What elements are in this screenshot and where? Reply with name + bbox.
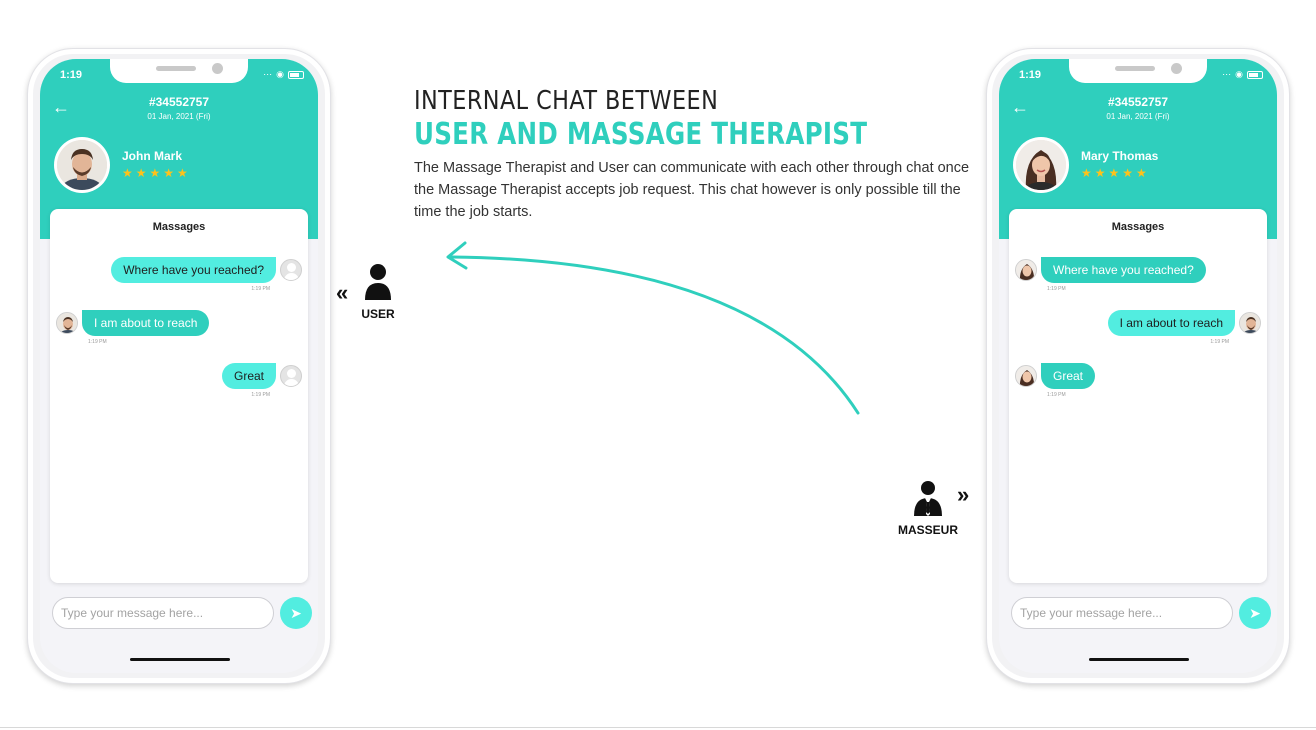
- rating-stars: ★★★★★: [122, 166, 191, 180]
- message-bubble: Where have you reached?: [1041, 257, 1206, 283]
- profile-avatar[interactable]: [54, 137, 110, 193]
- back-arrow-icon[interactable]: ←: [52, 97, 70, 117]
- message-bubble: Great: [221, 363, 276, 389]
- message-input[interactable]: Type your message here...: [1011, 597, 1233, 629]
- message-row: Great: [1015, 363, 1096, 389]
- order-id: #34552757: [148, 95, 210, 109]
- profile-avatar[interactable]: [1013, 137, 1069, 193]
- phone-user: 1:19 ⋯ ◉ ← #34552757 01 Jan, 2021 (Fri): [27, 48, 331, 684]
- message-bubble: Where have you reached?: [111, 257, 276, 283]
- message-bubble: Great: [1041, 363, 1096, 389]
- message-time: 1:19 PM: [251, 286, 270, 292]
- phone-notch: [110, 59, 248, 83]
- masseur-icon: [914, 481, 942, 516]
- home-indicator: [130, 658, 230, 661]
- message-row: Great: [221, 363, 302, 389]
- phone-masseur: 1:19 ⋯ ◉ ← #34552757 01 Jan, 2021 (Fri): [986, 48, 1290, 684]
- wifi-icon: ◉: [1235, 69, 1243, 79]
- order-date: 01 Jan, 2021 (Fri): [147, 112, 211, 121]
- sender-avatar-icon: [56, 312, 78, 334]
- user-icon: [365, 264, 391, 300]
- send-icon: ➤: [290, 605, 302, 621]
- message-row: I am about to reach: [1107, 310, 1261, 336]
- message-time: 1:19 PM: [251, 392, 270, 398]
- message-input[interactable]: Type your message here...: [52, 597, 274, 629]
- send-button[interactable]: ➤: [1239, 597, 1271, 629]
- sender-avatar-icon: [1015, 365, 1037, 387]
- message-time: 1:19 PM: [88, 339, 107, 345]
- headline-line-1: INTERNAL CHAT BETWEEN: [414, 86, 719, 116]
- send-icon: ➤: [1249, 605, 1261, 621]
- chevron-right-double-icon: »: [957, 482, 970, 507]
- message-bubble: I am about to reach: [82, 310, 210, 336]
- battery-icon: [288, 70, 304, 79]
- send-button[interactable]: ➤: [280, 597, 312, 629]
- chat-title: Massages: [152, 221, 206, 233]
- phone-screen: 1:19 ⋯ ◉ ← #34552757 01 Jan, 2021 (Fri): [40, 59, 318, 673]
- profile-name: John Mark: [122, 149, 183, 163]
- order-date: 01 Jan, 2021 (Fri): [1106, 112, 1170, 121]
- message-bubble: I am about to reach: [1107, 310, 1235, 336]
- home-indicator: [1089, 658, 1189, 661]
- sender-avatar-icon: [1015, 259, 1037, 281]
- message-time: 1:19 PM: [1047, 286, 1066, 292]
- chevron-left-double-icon: «: [336, 280, 349, 305]
- signal-icon: ⋯: [263, 69, 273, 79]
- role-label-masseur: MASSEUR: [897, 523, 958, 537]
- message-time: 1:19 PM: [1210, 339, 1229, 345]
- role-user: USER: [356, 262, 400, 321]
- back-arrow-icon[interactable]: ←: [1011, 97, 1029, 117]
- chat-panel: Massages Where have you reached? 1:19 PM…: [50, 209, 308, 583]
- order-id: #34552757: [1107, 95, 1169, 109]
- phone-notch: [1069, 59, 1207, 83]
- message-time: 1:19 PM: [1047, 392, 1066, 398]
- signal-icon: ⋯: [1222, 69, 1232, 79]
- user-avatar-icon: [280, 365, 302, 387]
- status-time: 1:19: [60, 69, 83, 81]
- chat-panel: Massages Where have you reached? 1:19 PM…: [1009, 209, 1267, 583]
- message-row: I am about to reach: [56, 310, 210, 336]
- description-text: The Massage Therapist and User can commu…: [414, 160, 970, 220]
- message-row: Where have you reached?: [111, 257, 302, 283]
- role-label-user: USER: [361, 307, 395, 321]
- rating-stars: ★★★★★: [1081, 166, 1150, 180]
- status-icons: ⋯ ◉: [263, 69, 304, 80]
- phone-screen: 1:19 ⋯ ◉ ← #34552757 01 Jan, 2021 (Fri): [999, 59, 1277, 673]
- user-avatar-icon: [280, 259, 302, 281]
- wifi-icon: ◉: [276, 69, 284, 79]
- chat-title: Massages: [1111, 221, 1165, 233]
- profile-name: Mary Thomas: [1081, 149, 1159, 163]
- role-masseur: MASSEUR: [896, 480, 960, 537]
- battery-icon: [1247, 70, 1263, 79]
- divider: [0, 727, 1316, 728]
- user-avatar-icon: [1239, 312, 1261, 334]
- message-row: Where have you reached?: [1015, 257, 1206, 283]
- headline-line-2: USER AND MASSAGE THERAPIST: [414, 117, 868, 152]
- status-time: 1:19: [1019, 69, 1042, 81]
- status-icons: ⋯ ◉: [1222, 69, 1263, 80]
